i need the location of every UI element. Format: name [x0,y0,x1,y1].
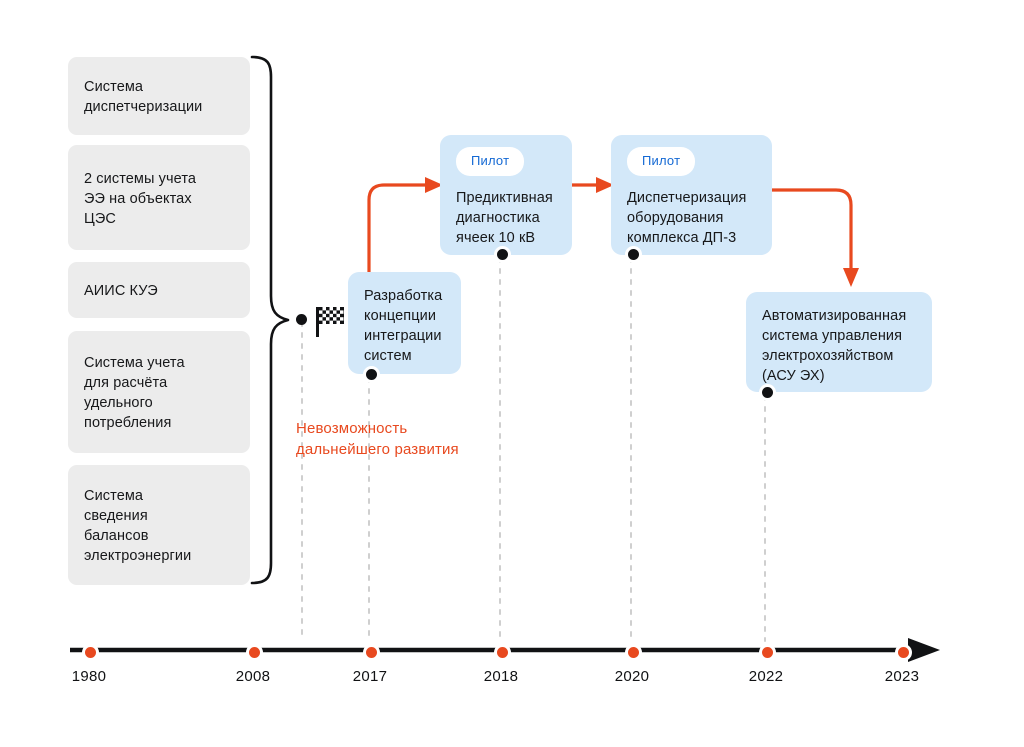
legacy-card-label: 2 системы учета ЭЭ на объектах ЦЭС [84,170,197,227]
milestone-card-prediktivnaya-diagnostika[interactable]: Пилот Предиктивная диагностика ячеек 10 … [440,135,572,255]
year-label-2008: 2008 [235,668,271,685]
legacy-card-sistema-ucheta-udelnogo[interactable]: Система учета для расчёта удельного потр… [68,331,250,453]
milestone-node-dot-2017 [363,366,380,383]
year-label-2022: 2022 [748,668,784,685]
year-label-2023: 2023 [884,668,920,685]
milestone-node-dot-2020 [625,246,642,263]
axis-dot-2008[interactable] [246,644,263,661]
milestone-card-text: Разработка концепции интеграции систем [364,288,443,364]
checkered-flag-icon [316,303,346,337]
milestone-card-dispetcherizaciya-dp3[interactable]: Пилот Диспетчеризация оборудования компл… [611,135,772,255]
legacy-card-2-sistemy-ucheta-ee[interactable]: 2 системы учета ЭЭ на объектах ЦЭС [68,145,250,250]
arrow-concept-to-pilot1 [367,183,432,280]
impossibility-caption: Невозможность дальнейшего развития [296,420,459,458]
arrow-head-asu [843,268,859,287]
milestone-card-text: Автоматизированная система управления эл… [762,308,907,384]
legacy-card-label: Система сведения балансов электроэнергии [84,488,192,564]
legacy-bracket [250,55,290,585]
legacy-card-aiis-kue[interactable]: АИИС КУЭ [68,262,250,318]
milestone-node-dot-2022 [759,384,776,401]
timeline-arrow-head [908,638,940,662]
year-label-2018: 2018 [483,668,519,685]
pilot-badge: Пилот [456,147,525,176]
arrow-pilot2-to-asu [770,188,853,274]
axis-dot-2017[interactable] [363,644,380,661]
axis-dot-2020[interactable] [625,644,642,661]
year-label-2017: 2017 [352,668,388,685]
pilot-badge: Пилот [627,147,696,176]
milestone-card-asu-eh[interactable]: Автоматизированная система управления эл… [746,292,932,392]
axis-dot-2022[interactable] [759,644,776,661]
legacy-card-sistema-dispetcherizacii[interactable]: Система диспетчеризации [68,57,250,135]
legacy-card-label: Система диспетчеризации [84,79,203,115]
legacy-card-sistema-svedeniya-balansov[interactable]: Система сведения балансов электроэнергии [68,465,250,585]
year-label-1980: 1980 [71,668,107,685]
axis-dot-2023[interactable] [895,644,912,661]
milestone-card-text: Предиктивная диагностика ячеек 10 кВ [456,190,553,246]
legacy-card-label: АИИС КУЭ [84,283,158,299]
year-label-2020: 2020 [614,668,650,685]
milestone-node-dot-2018 [494,246,511,263]
axis-dot-1980[interactable] [82,644,99,661]
milestone-card-razrabotka-koncepcii[interactable]: Разработка концепции интеграции систем [348,272,461,374]
legacy-card-label: Система учета для расчёта удельного потр… [84,355,185,431]
bracket-node-dot [296,314,307,325]
axis-dot-2018[interactable] [494,644,511,661]
milestone-card-text: Диспетчеризация оборудования комплекса Д… [627,190,747,246]
